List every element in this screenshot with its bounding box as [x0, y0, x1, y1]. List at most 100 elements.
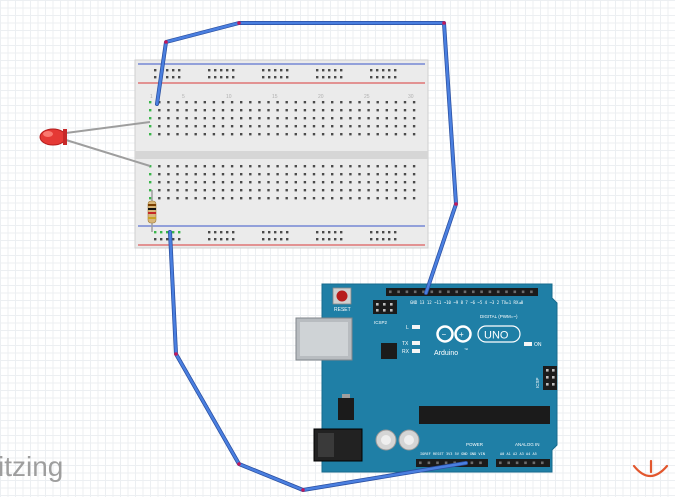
- breadboard-hole: [294, 165, 297, 168]
- breadboard-hole: [412, 133, 416, 136]
- breadboard-hole: [185, 165, 188, 168]
- breadboard-hole: [276, 125, 279, 128]
- breadboard-rail-hole: [214, 238, 217, 241]
- breadboard-hole: [249, 101, 252, 104]
- breadboard-hole: [267, 197, 270, 200]
- breadboard-hole: [303, 197, 307, 200]
- breadboard-rail-hole: [232, 76, 235, 79]
- breadboard-hole: [230, 165, 234, 168]
- icsp-pin: [546, 369, 549, 372]
- row-number-30: 30: [408, 94, 414, 100]
- breadboard-hole: [203, 109, 206, 112]
- breadboard-rail-hole: [166, 238, 169, 241]
- breadboard-hole: [394, 189, 398, 192]
- breadboard-hole: [394, 133, 398, 136]
- usb-port-inner: [300, 322, 348, 356]
- breadboard-hole: [340, 125, 343, 128]
- breadboard-hole: [212, 125, 216, 128]
- breadboard-hole: [185, 109, 188, 112]
- breadboard-rail-hole: [268, 231, 271, 234]
- breadboard[interactable]: 1 5 10 15 20 25 30: [134, 59, 429, 249]
- breadboard-hole: [294, 109, 297, 112]
- breadboard-rail-hole: [280, 238, 283, 241]
- breadboard-hole: [212, 117, 216, 120]
- breadboard-hole: [294, 189, 297, 192]
- breadboard-rail-hole: [214, 69, 217, 72]
- arduino-uno[interactable]: RESET ICSP2 GND 13 12 ~11 ~10 ~9 8 7 ~6 …: [295, 283, 558, 473]
- breadboard-rail-hole: [394, 231, 397, 234]
- brand-text: Arduino: [434, 350, 458, 357]
- breadboard-hole: [394, 197, 398, 200]
- breadboard-hole: [158, 101, 161, 104]
- breadboard-hole: [258, 109, 261, 112]
- digital-header[interactable]: [386, 288, 538, 296]
- header-pin: [479, 461, 482, 465]
- breadboard-hole: [167, 101, 170, 104]
- header-pin: [455, 290, 458, 294]
- breadboard-rail-hole: [328, 69, 331, 72]
- breadboard-hole: [285, 165, 288, 168]
- breadboard-rail-hole: [166, 69, 169, 72]
- breadboard-rail-hole: [166, 231, 169, 234]
- breadboard-hole: [285, 181, 288, 184]
- breadboard-hole: [303, 165, 307, 168]
- breadboard-hole: [267, 165, 270, 168]
- breadboard-rail-hole: [382, 69, 385, 72]
- resistor[interactable]: [147, 190, 157, 232]
- arduino-logo: − + UNO Arduino ™: [434, 325, 521, 357]
- icsp2-header[interactable]: [373, 300, 397, 314]
- breadboard-hole: [194, 197, 197, 200]
- breadboard-hole: [185, 181, 188, 184]
- breadboard-hole: [331, 173, 334, 176]
- led-l-label: L: [406, 325, 409, 331]
- breadboard-rail-hole: [370, 238, 373, 241]
- breadboard-hole: [258, 117, 261, 120]
- breadboard-rail-hole: [214, 231, 217, 234]
- breadboard-hole: [240, 117, 243, 120]
- breadboard-rail-hole: [232, 231, 235, 234]
- power-label: POWER: [466, 442, 484, 447]
- icsp-pin: [546, 383, 549, 386]
- wire-pin13-to-breadboard[interactable]: [155, 21, 458, 295]
- breadboard-hole: [276, 173, 279, 176]
- breadboard-hole: [185, 125, 188, 128]
- breadboard-hole: [158, 173, 161, 176]
- led[interactable]: [39, 121, 151, 167]
- breadboard-rail-hole: [376, 231, 379, 234]
- breadboard-hole: [249, 165, 252, 168]
- wires[interactable]: [155, 21, 468, 492]
- analog-header[interactable]: [496, 459, 550, 467]
- breadboard-hole: [394, 125, 398, 128]
- breadboard-hole: [403, 173, 407, 176]
- breadboard-hole: [267, 117, 270, 120]
- breadboard-rail-hole: [316, 238, 319, 241]
- breadboard-hole: [321, 133, 325, 136]
- header-pin: [427, 461, 431, 465]
- breadboard-hole: [167, 197, 170, 200]
- breadboard-rail-hole: [172, 238, 175, 241]
- breadboard-hole: [412, 165, 416, 168]
- breadboard-rail-hole: [166, 76, 169, 79]
- header-pin: [397, 290, 400, 294]
- breadboard-holes[interactable]: [149, 69, 416, 241]
- breadboard-rail-hole: [322, 69, 325, 72]
- header-pin: [413, 290, 417, 294]
- breadboard-hole: [358, 125, 361, 128]
- breadboard-hole: [285, 173, 288, 176]
- breadboard-hole: [230, 101, 234, 104]
- breadboard-rail-hole: [262, 76, 265, 79]
- breadboard-hole: [167, 125, 170, 128]
- row-number-25: 25: [364, 94, 370, 100]
- power-header[interactable]: [416, 459, 488, 467]
- icsp-header[interactable]: [543, 366, 557, 390]
- breadboard-hole: [203, 133, 206, 136]
- breadboard-hole: [258, 133, 261, 136]
- capacitor-1-top: [381, 435, 391, 445]
- breadboard-hole: [367, 109, 370, 112]
- led-body: [39, 128, 67, 146]
- resistor-band-1: [148, 204, 156, 206]
- row-number-15: 15: [272, 94, 278, 100]
- breadboard-hole: [176, 165, 179, 168]
- breadboard-hole: [412, 109, 416, 112]
